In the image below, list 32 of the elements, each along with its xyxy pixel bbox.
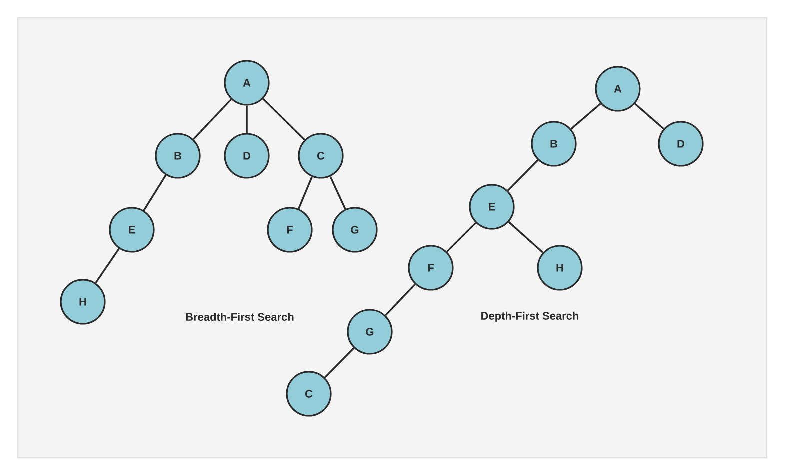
tree-node: E — [469, 184, 515, 230]
edge-line — [143, 174, 167, 212]
edge-line — [385, 284, 416, 316]
edge-line — [324, 348, 355, 378]
edge-line — [298, 176, 314, 210]
tree-node: F — [267, 207, 313, 253]
tree-node: A — [224, 60, 270, 106]
tree-node: B — [531, 121, 577, 167]
caption-text: Breadth-First Search — [186, 312, 294, 322]
tree-node: D — [658, 121, 704, 167]
edge-line — [570, 103, 602, 130]
edge-line — [508, 222, 544, 254]
tree-node: C — [286, 371, 332, 417]
edge-line — [246, 106, 248, 134]
tree-node: C — [298, 133, 344, 179]
tree-node: F — [408, 245, 454, 291]
tree-node: G — [332, 207, 378, 253]
tree-node: A — [595, 66, 641, 112]
edge-line — [262, 98, 306, 141]
tree-node: D — [224, 133, 270, 179]
tree-node: E — [109, 207, 155, 253]
edge-line — [330, 176, 346, 210]
tree-node: B — [155, 133, 201, 179]
tree-node: H — [60, 279, 106, 325]
edge-line — [446, 222, 477, 252]
tree-node: G — [347, 309, 393, 355]
edge-line — [193, 98, 232, 140]
tree-node: H — [537, 245, 583, 291]
edge-line — [634, 103, 664, 130]
caption-text: Depth-First Search — [482, 312, 578, 322]
edge-line — [507, 160, 539, 192]
edge-line — [95, 248, 120, 284]
